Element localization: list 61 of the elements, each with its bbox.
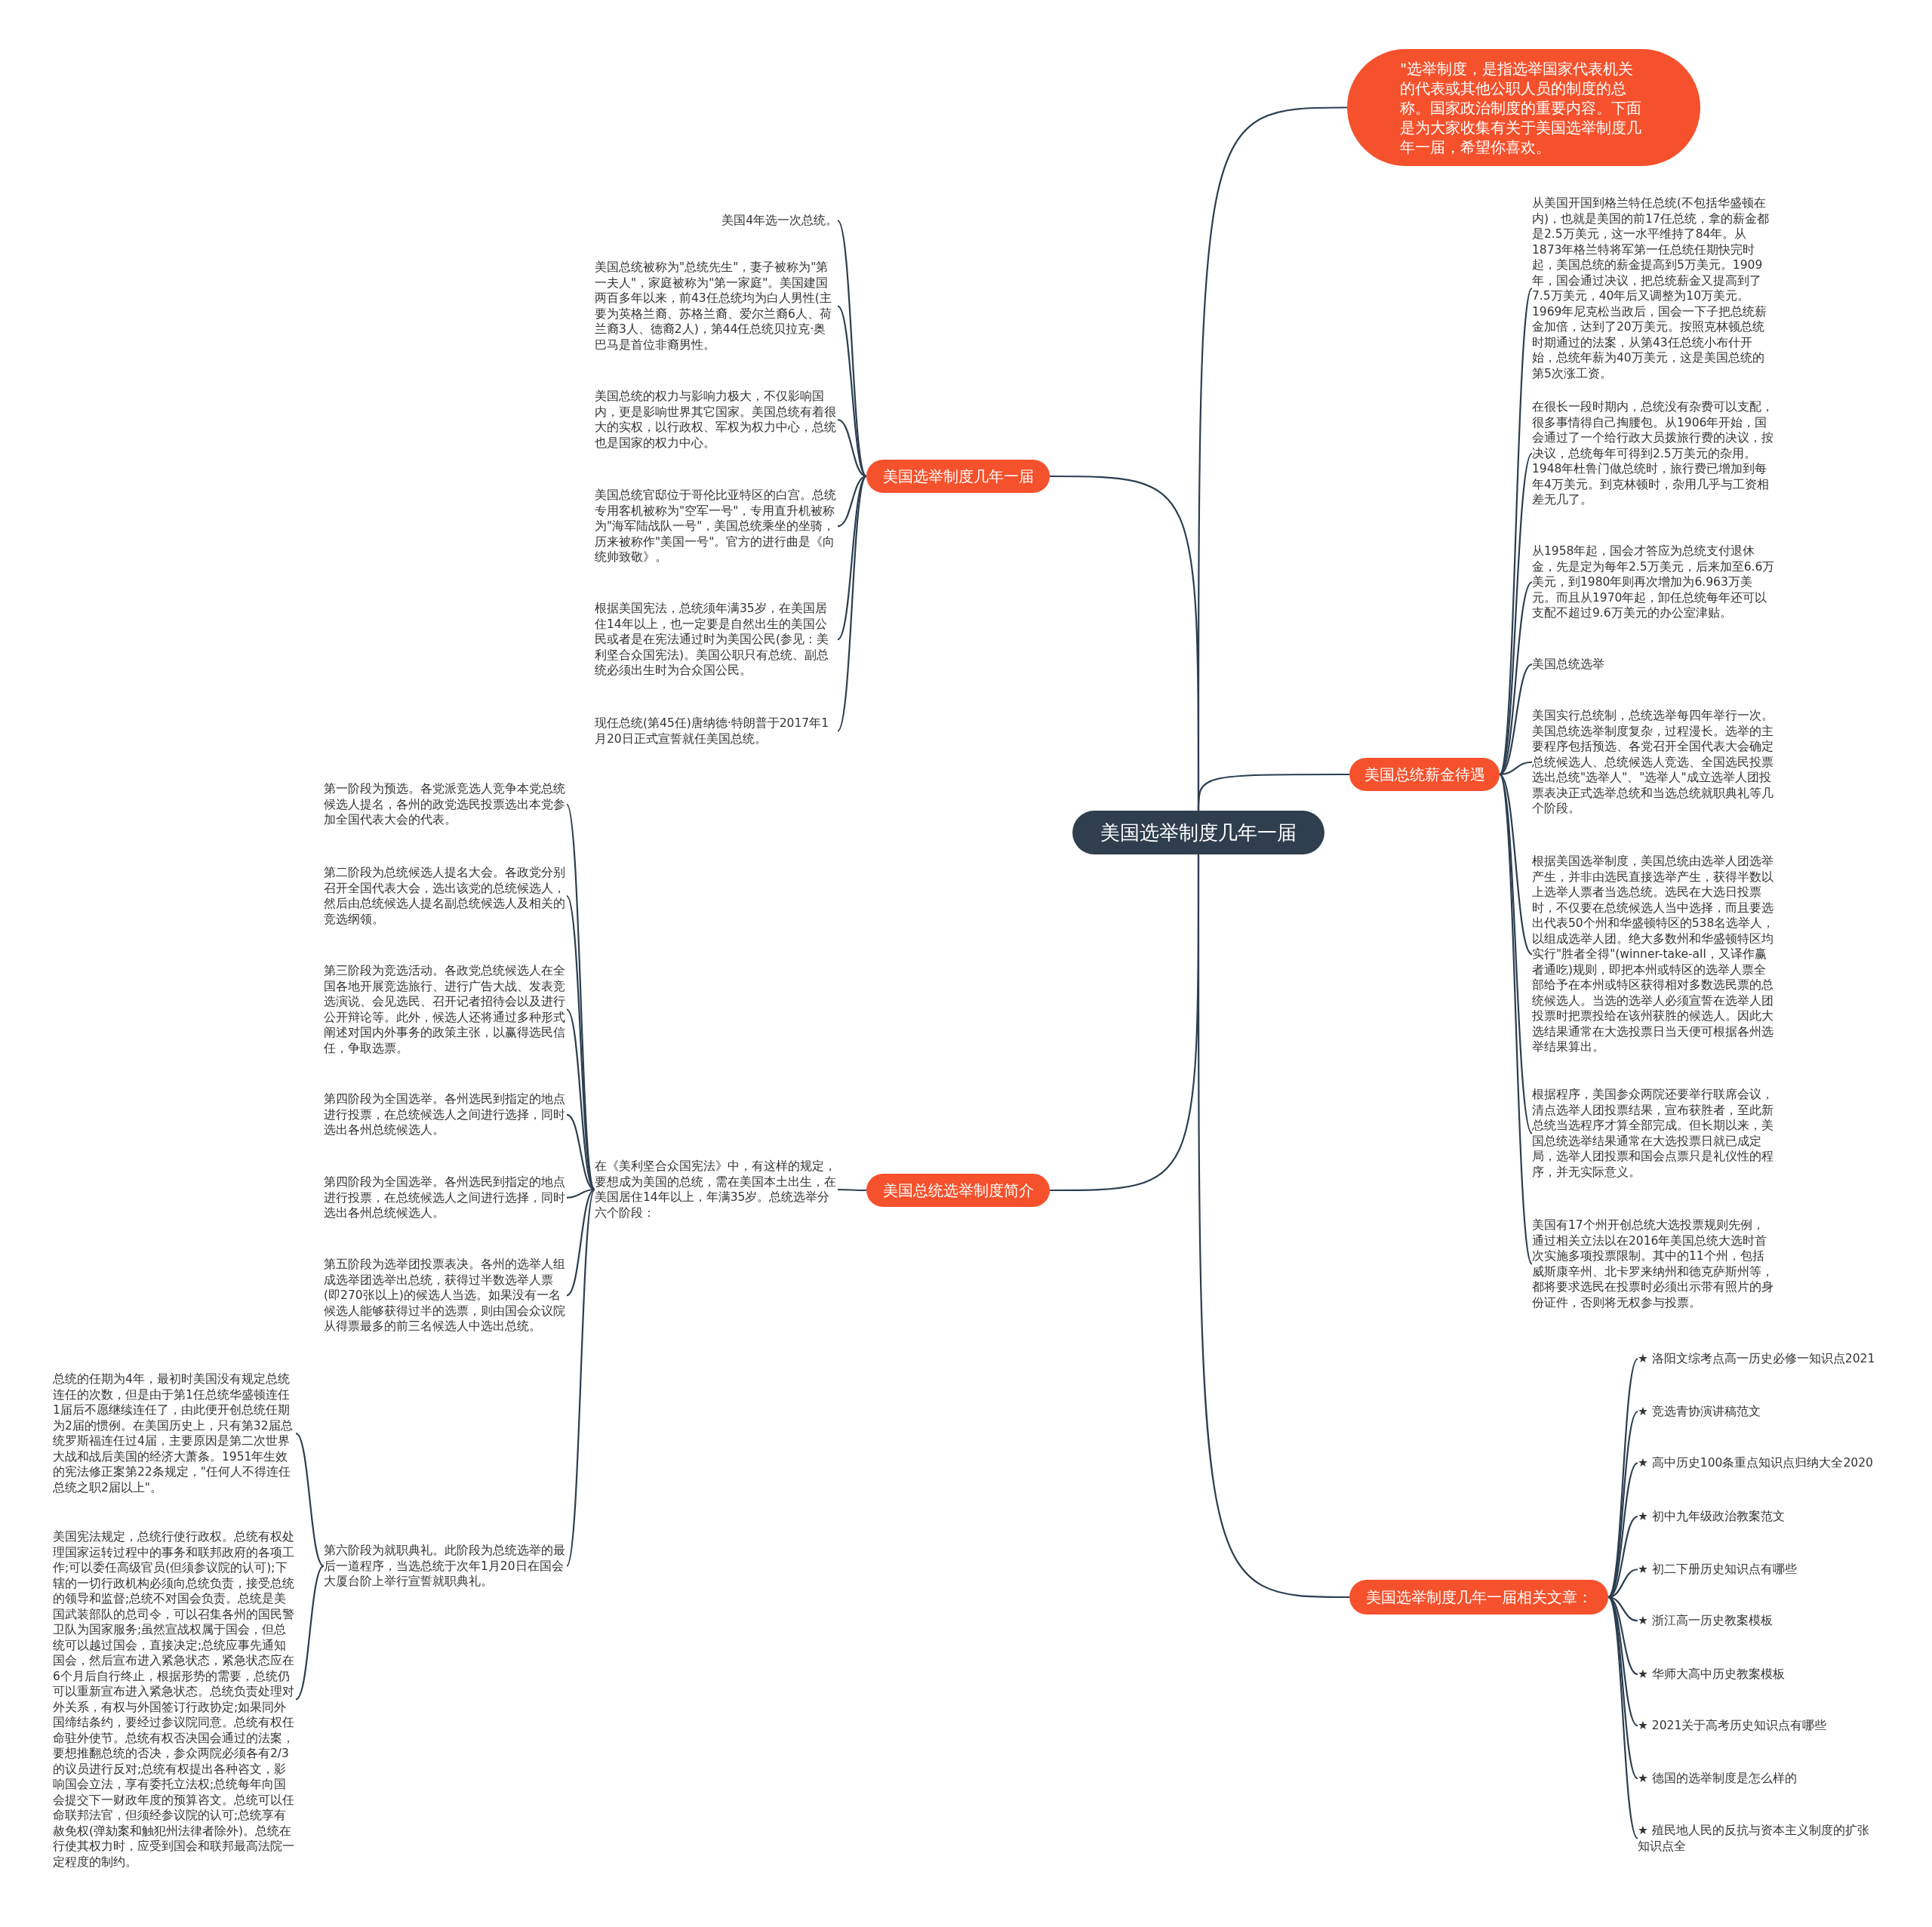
branch-topic: 美国选举制度几年一届相关文章： [1349,1580,1608,1615]
connector-line [1197,854,1349,1599]
connector-line [1498,288,1534,775]
topic-text: 从美国开国到格兰特任总统(不包括华盛顿在内)，也就是美国的前17任总统，拿的薪金都是2.5万美元，这一水平维持了84年。从1873年格兰特将军第一任总统任期快完时起，美国总统的薪金提高到5万美元。1909年，国会通过决议，把总统薪金又提高到了7.5万美元，40年后又调整为10万美元。1969年尼克松当政后，国会一下子把总统薪金加倍，达到了20万美元。按照克林顿总统时期通过的法案，从第43任总统小布什开始，总统年薪为40万美元，这是美国总统的第5次涨工资。 [1532,195,1775,381]
topic-text: 根据美国选举制度，美国总统由选举人团选举产生，并非由选民直接选举产生，获得半数以上选举人票者当选总统。选民在大选日投票时，不仅要在总统候选人当中选择，而且要选出代表50个州和华盛顿特区的538名选举人，以组成选举人团。绝大多数州和华盛顿特区均实行"胜者全得"(winner-take-all，又译作赢者通吃)规则，即把本州或特区的选举人票全部给予在本州或特区获得相对多数选民票的总统候选人。当选的选举人必须宣誓在选举人团投票时把票投给在该州获胜的候选人。因此大选结果通常在大选投票日当天便可根据各州选举结果算出。 [1532,854,1775,1055]
topic-text: 美国有17个州开创总统大选投票规则先例，通过相关立法以在2016年美国总统大选时首次实施多项投票限制。其中的11个州，包括威斯康辛州、北卡罗来纳州和德克萨斯州等，都将要求选民在投票时必须出示带有照片的身份证件，否则将无权参与投票。 [1532,1217,1775,1310]
topic-text: 在很长一段时期内，总统没有杂费可以支配，很多事情得自己掏腰包。从1906年开始，国会通过了一个给行政大员拨旅行费的决议，按决议，总统每年可得到2.5万美元的杂用。1948年杜鲁门做总统时，旅行费已增加到每年4万美元。到克林顿时，杂用几乎与工资相差无几了。 [1532,399,1775,508]
topic-text: ★ 初二下册历史知识点有哪些 [1638,1562,1797,1578]
connector-line [1607,1596,1638,1779]
topic-text: 美国总统被称为"总统先生"，妻子被称为"第一夫人"，家庭被称为"第一家庭"。美国建国两百多年以来，前43任总统均为白人男性(主要为英格兰裔、苏格兰裔、爱尔兰裔6人、荷兰裔3人、德裔2人)，第44任总统贝拉克·奥巴马是首位非裔男性。 [595,260,838,352]
connector-line [295,1433,325,1567]
topic-text: ★ 华师大高中历史教案模板 [1638,1667,1785,1682]
connector-line [1498,774,1534,1264]
connector-line [1197,773,1349,811]
topic-text: 第四阶段为全国选举。各州选民到指定的地点进行投票，在总统候选人之间进行选择，同时选出各州总统候选人。 [324,1174,567,1221]
topic-text: 根据美国宪法，总统须年满35岁，在美国居住14年以上，也一定要是自然出生的美国公民或者是在宪法通过时为美国公民(参见：美利坚合众国宪法)。美国公职只有总统、副总统必须出生时为合众国公民。 [595,601,838,679]
topic-text: 第三阶段为竞选活动。各政党总统候选人在全国各地开展竞选旅行、进行广告大战、发表竞选演说、会见选民、召开记者招待会以及进行公开辩论等。此外，候选人还将通过多种形式阐述对国内外事务的政策主张，以赢得选民信任，争取选票。 [324,963,567,1056]
intro-bubble: "选举制度，是指选举国家代表机关的代表或其他公职人员的制度的总称。国家政治制度的重要内容。下面是为大家收集有关于美国选举制度几年一届，希望你喜欢。 [1347,49,1700,166]
connector-line [566,895,595,1190]
central-topic: 美国选举制度几年一届 [1072,811,1324,854]
topic-text: 第四阶段为全国选举。各州选民到指定的地点进行投票，在总统候选人之间进行选择，同时选出各州总统候选人。 [324,1091,567,1138]
topic-text: ★ 洛阳文综考点高一历史必修一知识点2021 [1638,1351,1875,1367]
topic-text: 根据程序，美国参众两院还要举行联席会议，清点选举人团投票结果，宣布获胜者，至此新总统当选程序才算全部完成。但长期以来，美国总统选举结果通常在大选投票日就已成定局，选举人团投票和国会点票只是礼仪性的程序，并无实际意义。 [1532,1087,1775,1180]
topic-text: ★ 2021关于高考历史知识点有哪些 [1638,1718,1827,1734]
topic-text: ★ 竞选青协演讲稿范文 [1638,1404,1761,1420]
connector-line [566,1113,595,1190]
connector-line [837,476,867,641]
connector-line [837,475,867,528]
topic-text: 总统的任期为4年，最初时美国没有规定总统连任的次数，但是由于第1任总统华盛顿连任1届后不愿继续连任了，由此便开创总统任期为2届的惯例。在美国历史上，只有第32届总统罗斯福连任过4届，主要原因是第二次世界大战和战后美国的经济大萧条。1951年生效的宪法修正案第22条规定，"任何人不得连任总统之职2届以上"。 [53,1371,296,1495]
connector-line [1607,1596,1638,1839]
topic-text: 美国实行总统制，总统选举每四年举行一次。美国总统选举制度复杂，过程漫长。选举的主要程序包括预选、各党召开全国代表大会确定总统候选人、总统候选人竞选、全国选民投票选出总统"选举人"、"选举人"成立选举人团投票表决正式选举总统和当选总统就职典礼等几个阶段。 [1532,708,1775,817]
connector-line [566,1008,595,1190]
topic-text: 从1958年起，国会才答应为总统支付退休金，先是定为每年2.5万美元，后来加至6.6万美元，到1980年则再次增加为6.963万美元。而且从1970年起，卸任总统每年还可以支配不超过9.6万美元的办公室津贴。 [1532,543,1775,621]
topic-text: ★ 殖民地人民的反抗与资本主义制度的扩张知识点全 [1638,1823,1881,1854]
topic-text: 在《美利坚合众国宪法》中，有这样的规定，要想成为美国的总统，需在美国本土出生，在美国居住14年以上，年满35岁。总统选举分六个阶段： [595,1159,838,1221]
topic-text: 美国总统选举 [1532,657,1604,673]
connector-line [566,1189,595,1297]
topic-text: 第一阶段为预选。各党派竞选人竞争本党总统候选人提名，各州的政党选民投票选出本党参加全国代表大会的代表。 [324,781,567,828]
connector-line [837,305,867,477]
topic-text: 现任总统(第45任)唐纳德·特朗普于2017年1月20日正式宣誓就任美国总统。 [595,716,838,746]
branch-topic: 美国总统薪金待遇 [1349,758,1500,791]
topic-text: 第六阶段为就职典礼。此阶段为总统选举的最后一道程序，当选总统于次年1月20日在国会大厦台阶上举行宣誓就职典礼。 [324,1543,567,1590]
topic-text: ★ 初中九年级政治教案范文 [1638,1509,1785,1525]
connector-line [295,1565,325,1701]
branch-topic: 美国选举制度几年一届 [866,460,1050,493]
topic-text: ★ 浙江高一历史教案模板 [1638,1613,1773,1629]
topic-text: 美国总统的权力与影响力极大，不仅影响国内，更是影响世界其它国家。美国总统有着很大的实权，以行政权、军权为权力中心，总统也是国家的权力中心。 [595,389,838,451]
topic-text: 第二阶段为总统候选人提名大会。各政党分别召开全国代表大会，选出该党的总统候选人，然后由总统候选人提名副总统候选人及相关的竞选纲领。 [324,865,567,927]
topic-text: 美国4年选一次总统。 [721,213,838,229]
topic-text: 美国总统官邸位于哥伦比亚特区的白宫。总统专用客机被称为"空军一号"，专用直升机被称为"海军陆战队一号"，美国总统乘坐的坐骑，历来被称作"美国一号"。官方的进行曲是《向统帅致敬》。 [595,488,838,565]
topic-text: ★ 高中历史100条重点知识点归纳大全2020 [1638,1455,1873,1471]
connector-line [837,418,867,478]
connector-line [566,1189,595,1567]
connector-line [1499,761,1533,776]
topic-text: 第五阶段为选举团投票表决。各州的选举人组成选举团选举出总统，获得过半数选举人票(即270张以上)的候选人当选。如果没有一名候选人能够获得过半的选票，则由国会众议院从得票最多的前三名候选人中选出总统。 [324,1257,567,1334]
connector-line [837,476,867,732]
topic-text: ★ 德国的选举制度是怎么样的 [1638,1771,1797,1787]
connector-line [1499,774,1533,956]
branch-topic: 美国总统选举制度简介 [866,1174,1050,1207]
connector-line [838,1188,866,1192]
topic-text: 美国宪法规定，总统行使行政权。总统有权处理国家运转过程中的事务和联邦政府的各项工作;可以委任高级官员(但须参议院的认可);下辖的一切行政机构必须向总统负责，接受总统的领导和监督;总统不对国会负责。总统是美国武装部队的总司令，可以召集各州的国民警卫队为国家服务;虽然宣战权属于国会，但总统可以越过国会，直接决定;总统应事先通知国会，然后宣布进入紧急状态，紧急状态应在6个月后自行终止，根据形势的需要，总统仍可以重新宣布进入紧急状态。总统负责处理对外关系，有权与外国签订行政协定;如果同外国缔结条约，要经过参议院同意。总统有权任命驻外使节。总统有权否决国会通过的法案，要想推翻总统的否决，参众两院必须各有2/3的议员进行反对;总统有权提出各种咨文，影响国会立法，享有委托立法权;总统每年向国会提交下一财政年度的预算咨文。总统可以任命联邦法官，但须经参议院的认可;总统享有赦免权(弹劾案和触犯州法律者除外)。总统在行使其权力时，应受到国会和联邦最高法院一定程度的制约。 [53,1529,296,1870]
